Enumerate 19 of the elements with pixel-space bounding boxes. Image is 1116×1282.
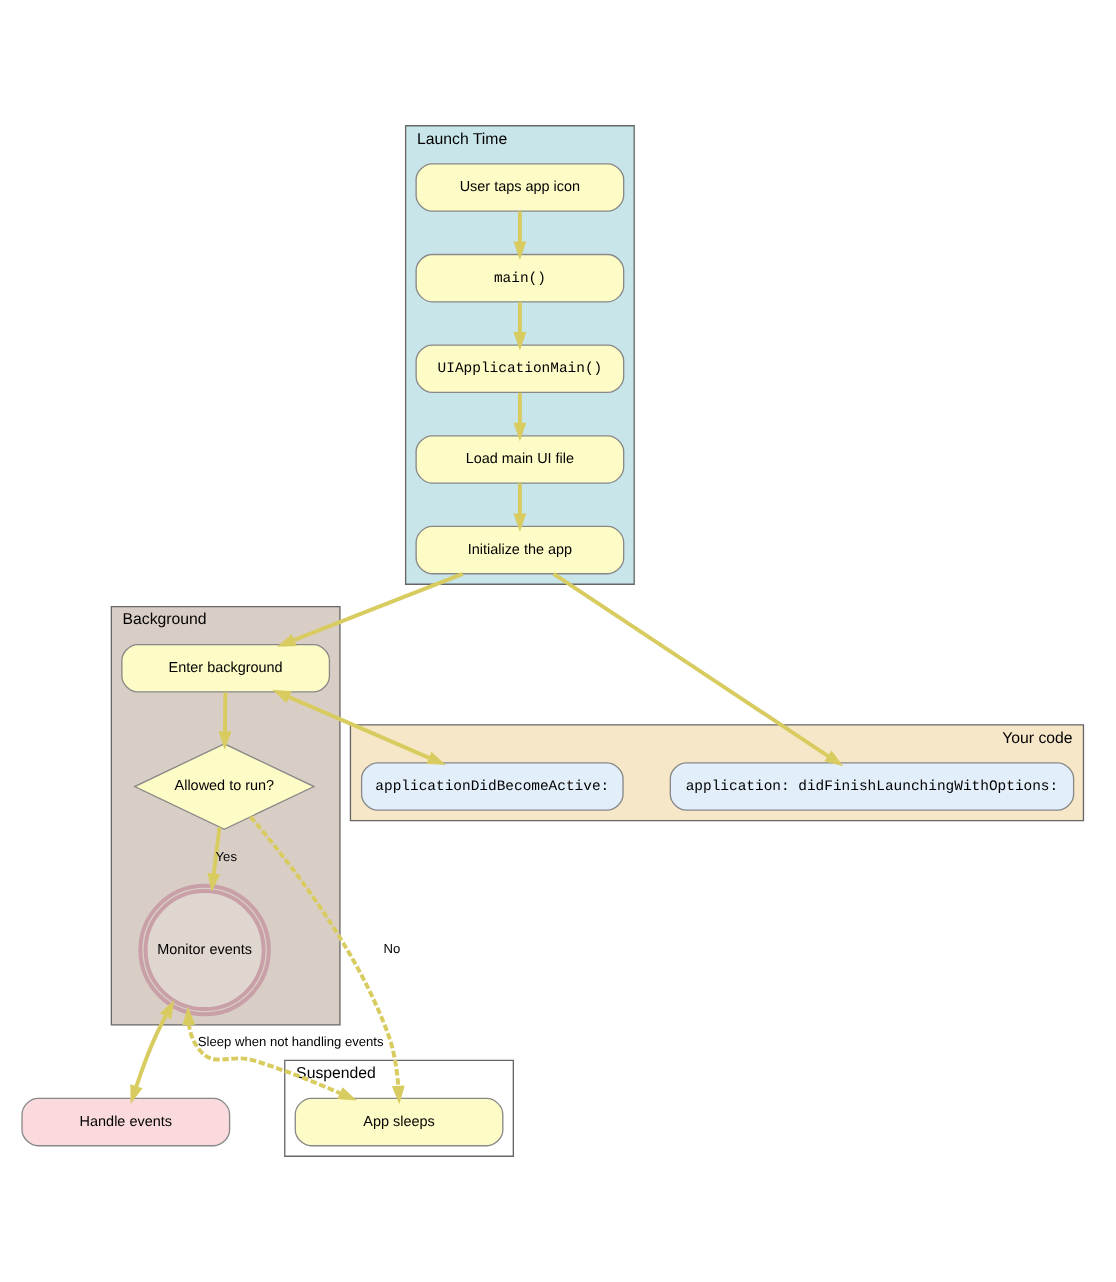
arrow — [182, 1006, 357, 1101]
arrow — [513, 211, 527, 260]
arrow — [513, 483, 527, 532]
node-box: Load main UI file — [415, 435, 625, 484]
arrow — [207, 826, 222, 892]
node-diamond: Allowed to run? — [133, 743, 316, 830]
arrow — [218, 692, 232, 750]
arrow — [272, 689, 446, 766]
arrow — [130, 1000, 175, 1104]
node-box: Initialize the app — [415, 525, 625, 575]
arrow — [249, 815, 405, 1105]
arrow — [513, 392, 527, 442]
node-box: User taps app icon — [415, 163, 625, 212]
node-box: Handle events — [21, 1097, 231, 1147]
node-circle: Monitor events — [138, 883, 271, 1017]
node-box: Enter background — [121, 644, 331, 693]
node-box: App sleeps — [294, 1097, 504, 1147]
arrow — [513, 302, 527, 351]
arrow — [552, 572, 844, 767]
